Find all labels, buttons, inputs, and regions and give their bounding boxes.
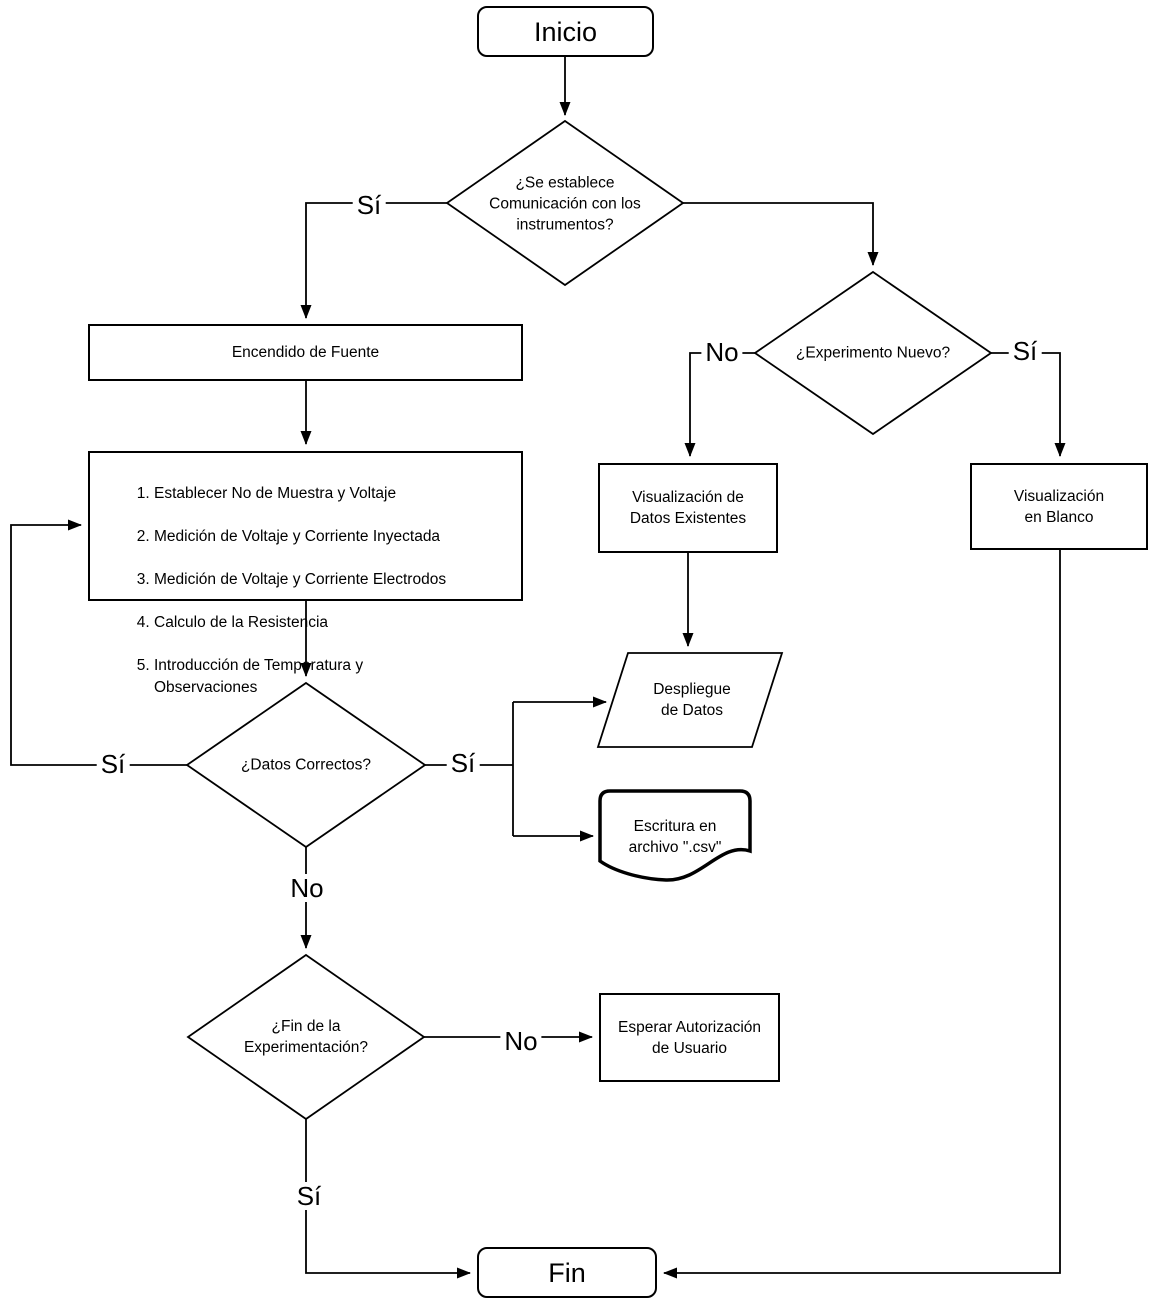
node-esperar-autorizacion: Esperar Autorización de Usuario <box>599 993 780 1082</box>
edge-label-si-fin-experimentacion: Sí <box>292 1182 326 1210</box>
node-visualizacion-en-blanco: Visualización en Blanco <box>970 463 1148 550</box>
diamond-fin-experimentacion-shape <box>186 953 426 1121</box>
node-despliegue-label: Despliegue de Datos <box>653 681 731 719</box>
node-comunicacion-label: ¿Se establece Comunicación con los instr… <box>489 174 641 234</box>
edge-comunicacion-experimento-nuevo <box>683 202 879 266</box>
edge-label-no-fin-experimentacion: No <box>500 1027 542 1055</box>
node-fin-label: Fin <box>548 1257 586 1288</box>
diamond-experimento-nuevo-shape <box>753 270 993 436</box>
paso-item-5: Introducción de Temperatura y Observacio… <box>154 655 446 699</box>
paso-item-3: Medición de Voltaje y Corriente Electrod… <box>154 569 446 591</box>
node-visualizacion-blanco-label: Visualización en Blanco <box>1013 487 1105 526</box>
edge-fin-exp-si-fin <box>305 1119 471 1279</box>
paso-item-1: Establecer No de Muestra y Voltaje <box>154 483 446 505</box>
edge-label-si-comunicacion: Sí <box>352 191 386 219</box>
edge-experimento-si-visualizacion-blanco <box>991 352 1066 457</box>
node-datos-correctos-label: ¿Datos Correctos? <box>240 756 372 774</box>
node-inicio-label: Inicio <box>533 16 598 47</box>
paso-item-4: Calculo de la Resistencia <box>154 612 446 634</box>
node-encendido-de-fuente: Encendido de Fuente <box>88 324 523 381</box>
diamond-datos-correctos-shape <box>185 681 427 849</box>
node-pasos-medicion: Establecer No de Muestra y Voltaje Medic… <box>88 451 523 696</box>
node-experimento-nuevo-label: ¿Experimento Nuevo? <box>795 344 951 362</box>
node-visualizacion-datos-label: Visualización de Datos Existentes <box>629 489 747 527</box>
node-fin: Fin <box>477 1247 657 1298</box>
node-escritura-label: Escritura en archivo ".csv" <box>628 818 722 856</box>
diamond-comunicacion-shape <box>445 119 685 287</box>
node-esperar-label: Esperar Autorización de Usuario <box>617 1018 762 1057</box>
edge-comunicacion-si-encendido <box>300 202 447 319</box>
parallelogram-despliegue-shape <box>596 652 784 748</box>
paso-item-2: Medición de Voltaje y Corriente Inyectad… <box>154 526 446 548</box>
node-fin-experimentacion-label: ¿Fin de la Experimentación? <box>243 1018 369 1056</box>
node-encendido-label: Encendido de Fuente <box>231 344 380 361</box>
document-escritura-shape <box>598 789 752 882</box>
edge-label-si-datos-loop: Sí <box>96 750 130 778</box>
edge-label-no-datos: No <box>286 874 328 902</box>
edge-visualizacion-blanco-fin <box>663 550 1061 1279</box>
node-visualizacion-datos-existentes: Visualización de Datos Existentes <box>598 463 778 553</box>
edge-experimento-no-visualizacion-datos <box>684 352 755 457</box>
pasos-list: Establecer No de Muestra y Voltaje Medic… <box>90 462 446 720</box>
edge-label-si-experimento: Sí <box>1008 337 1042 365</box>
edge-label-si-datos-out: Sí <box>446 749 480 777</box>
node-inicio: Inicio <box>477 6 654 57</box>
edge-label-no-experimento: No <box>701 338 743 366</box>
